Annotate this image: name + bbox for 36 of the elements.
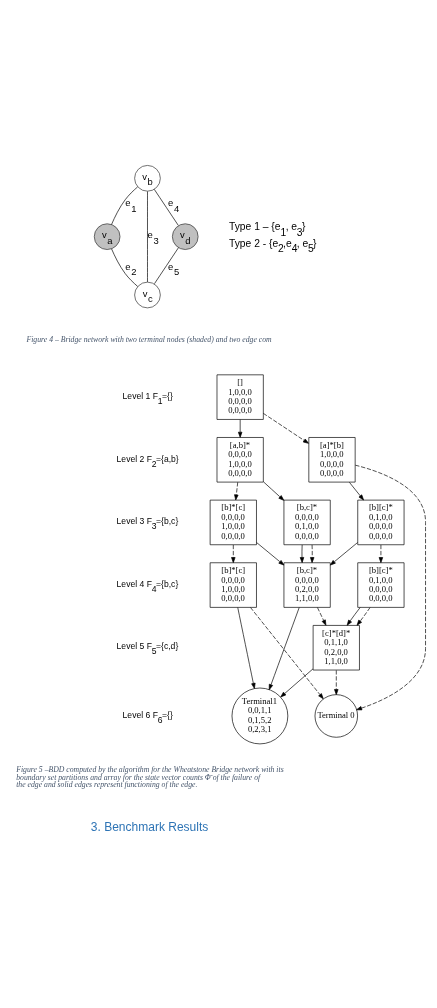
node-box: [b]*[c] 0,0,0,0 1,0,0,0 0,0,0,0 [209, 562, 257, 608]
arrow [356, 607, 371, 626]
arrow [250, 607, 324, 700]
arrow [237, 607, 256, 689]
arrow [299, 544, 305, 563]
arrow [280, 668, 314, 698]
arrow [355, 464, 426, 711]
node-box: [a]*[b] 1,0,0,0 0,0,0,0 0,0,0,0 [308, 437, 356, 483]
arrow [238, 419, 243, 438]
node-box: [c]*[d]* 0,1,1,0 0,2,0,0 1,1,0,0 [312, 625, 360, 671]
label: Figure 5 –BDD computed by the algorithm for the Wheatstone Bridge network with its boundary set partitions and array for the state vector counts Φ̄ of the failure of the edge and solid edges represent functioning of the edge. [16, 764, 284, 790]
connector [111, 186, 138, 225]
node-box: [b]*[c] 0,0,0,0 1,0,0,0 0,0,0,0 [209, 499, 257, 546]
label: 3. Benchmark Results [90, 819, 209, 834]
arrow [334, 670, 339, 695]
arrow [234, 481, 239, 501]
arrow [346, 607, 361, 626]
arrow [256, 542, 285, 566]
arrow [310, 544, 315, 563]
node-box: [b,c]* 0,0,0,0 0,1,0,0 0,0,0,0 [283, 499, 331, 546]
node-box: [a,b]* 0,0,0,0 1,0,0,0 0,0,0,0 [216, 437, 264, 483]
arrow [268, 607, 300, 690]
connector [111, 248, 138, 287]
node-box: [b,c]* 0,0,0,0 0,2,0,0 1,1,0,0 [283, 562, 331, 608]
node-box: [b][c]* 0,1,0,0 0,0,0,0 0,0,0,0 [357, 499, 405, 546]
arrow [329, 542, 358, 566]
node-box: [b][c]* 0,1,0,0 0,0,0,0 0,0,0,0 [357, 562, 405, 608]
arrow [349, 481, 364, 501]
node-box: [] 1,0,0,0 0,0,0,0 0,0,0,0 [216, 374, 264, 420]
connector [147, 191, 148, 283]
arrow [378, 544, 384, 563]
arrow [231, 544, 236, 563]
arrow [263, 413, 309, 444]
arrow [317, 607, 327, 626]
arrow [263, 481, 285, 501]
label: Figure 4 – Bridge network with two terminal nodes (shaded) and two edge com [26, 335, 272, 345]
